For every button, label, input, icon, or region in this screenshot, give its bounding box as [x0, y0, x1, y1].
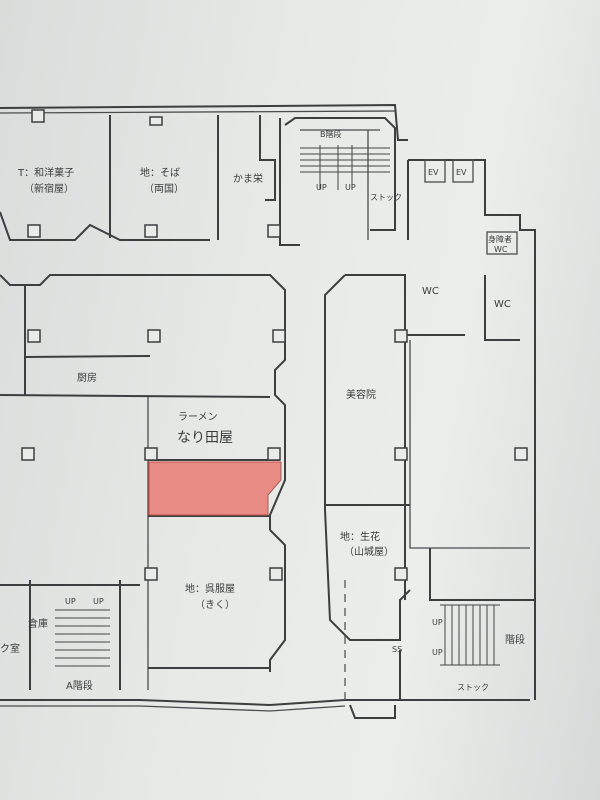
storage-label: 倉庫: [28, 617, 48, 630]
stair-right-label: 階段: [505, 633, 525, 646]
walls: [0, 103, 536, 719]
stock-bottom-label: ストック: [457, 683, 489, 692]
stair-a-up-2: UP: [93, 597, 104, 606]
wagashi-label: T：和洋菓子: [17, 166, 74, 179]
stair-a-label: A階段: [66, 679, 93, 692]
room-labels: T：和洋菓子 （新宿屋） 地：そば （両国） かま栄 B階段 UP UP ストッ…: [0, 129, 525, 692]
kamaei-label: かま栄: [233, 173, 263, 185]
highlighted-unit[interactable]: [148, 461, 282, 516]
columns: [21, 109, 528, 581]
ev-2-label: EV: [456, 168, 467, 177]
ramen-label: ラーメン: [178, 411, 218, 423]
wc-1-label: WC: [422, 286, 439, 297]
stair-b-label: B階段: [320, 129, 342, 139]
stair-b-up-1: UP: [316, 183, 327, 192]
wagashi-name: （新宿屋）: [24, 182, 74, 195]
accessible-wc-sub: WC: [494, 245, 508, 254]
stair-right-up-1: UP: [432, 618, 443, 627]
florist-name: （山城屋）: [344, 546, 394, 558]
stock-top-label: ストック: [370, 193, 402, 202]
ramen-name: なり田屋: [177, 430, 233, 446]
stair-right-up-2: UP: [432, 648, 443, 657]
ev-1-label: EV: [428, 168, 439, 177]
wc-2-label: WC: [494, 299, 511, 310]
stair-a-up-1: UP: [65, 597, 76, 606]
soba-label: 地：そば: [140, 166, 180, 179]
stair-b-up-2: UP: [345, 183, 356, 192]
salon-label: 美容院: [346, 388, 376, 401]
accessible-wc-label: 身障者: [488, 234, 512, 244]
kimono-name: （きく）: [195, 599, 235, 611]
stair-treads: [55, 145, 518, 667]
soba-name: （両国）: [144, 183, 184, 195]
ss-label: SS: [392, 645, 402, 654]
kimono-label: 地：呉服屋: [185, 582, 235, 595]
kitchen-label: 厨房: [77, 371, 97, 384]
room-left-label: ク室: [0, 642, 20, 655]
florist-label: 地：生花: [340, 530, 380, 543]
